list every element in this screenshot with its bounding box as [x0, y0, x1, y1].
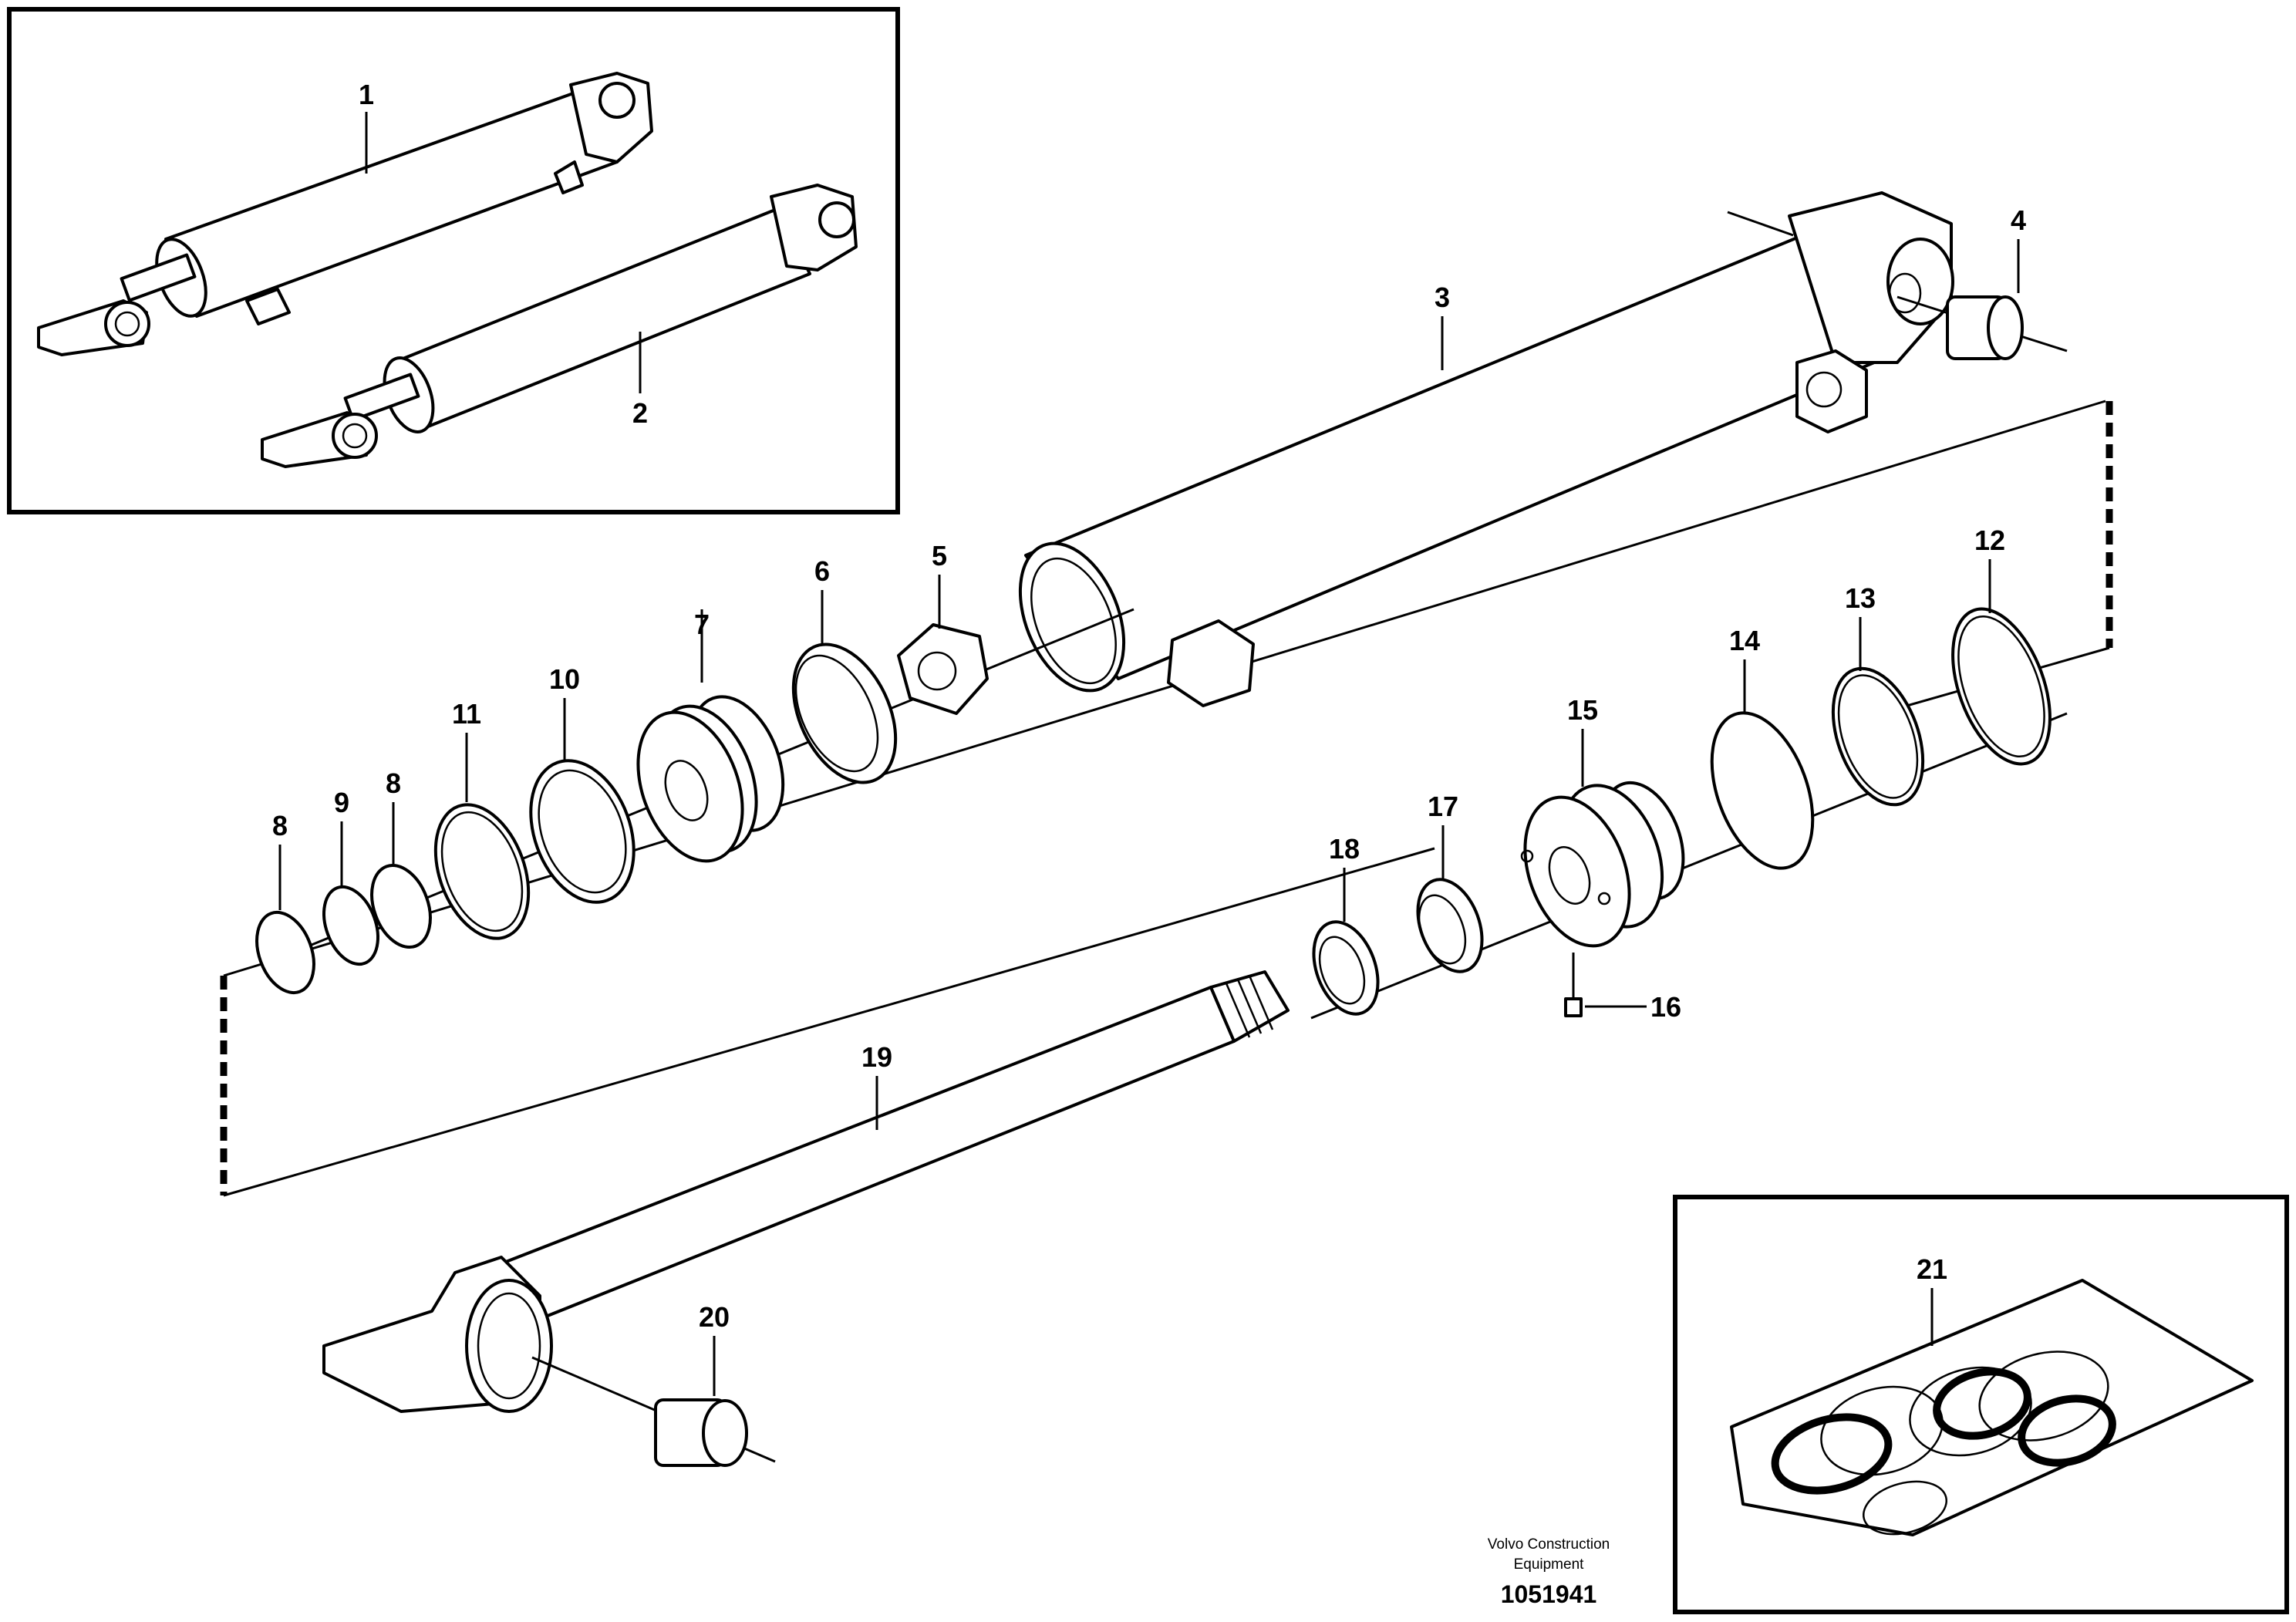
callout-8-right: 8	[386, 767, 401, 799]
brand-line-2: Equipment	[1514, 1556, 1585, 1573]
callout-6: 6	[814, 555, 830, 587]
screw	[1564, 953, 1647, 1017]
footer: Volvo Construction Equipment 1051941	[1488, 1536, 1610, 1608]
callout-labels: 1 2 3 4 5 6 7 10 11 8 9 8 12 13 14 15 16…	[272, 79, 2026, 1333]
callout-9: 9	[334, 787, 349, 818]
cylinder-assembly-1	[37, 72, 653, 356]
callout-12: 12	[1974, 524, 2005, 556]
callout-21: 21	[1917, 1253, 1947, 1285]
cylinder-barrel	[1018, 191, 1954, 707]
callout-2: 2	[632, 397, 648, 429]
callout-11: 11	[452, 698, 481, 730]
bushing-bottom	[531, 1356, 776, 1467]
piston	[636, 695, 785, 863]
seal-rings-left	[255, 759, 636, 995]
drawing-number: 1051941	[1501, 1580, 1597, 1608]
callout-20: 20	[699, 1301, 730, 1333]
wiper-ring	[1312, 920, 1380, 1016]
callout-8-left: 8	[272, 810, 288, 841]
callout-18: 18	[1329, 833, 1360, 865]
seal-rings-right	[1710, 607, 2052, 870]
bushing-top	[1896, 295, 2068, 360]
callout-19: 19	[861, 1041, 892, 1073]
piston-rod	[322, 970, 1290, 1413]
cylinder-assembly-2	[261, 184, 858, 468]
assembly-bracket	[220, 400, 2113, 1197]
guide-ring	[791, 642, 898, 784]
brand-line-1: Volvo Construction	[1488, 1536, 1610, 1553]
callout-13: 13	[1845, 582, 1876, 614]
callout-7: 7	[694, 609, 710, 640]
callout-4: 4	[2011, 204, 2026, 236]
inset-seal-kit	[1673, 1195, 2289, 1614]
inset-assembled-cylinders	[7, 7, 900, 514]
rod-seal	[1416, 878, 1484, 973]
callout-16: 16	[1650, 991, 1681, 1023]
cylinder-head	[1520, 781, 1685, 948]
callout-15: 15	[1567, 694, 1598, 726]
callout-5: 5	[932, 540, 947, 572]
callout-17: 17	[1428, 791, 1458, 822]
callout-3: 3	[1435, 282, 1450, 313]
callout-1: 1	[359, 79, 374, 110]
leader-lines	[278, 239, 2020, 1396]
callout-14: 14	[1729, 625, 1760, 656]
callout-10: 10	[549, 663, 580, 695]
nut	[897, 623, 989, 715]
